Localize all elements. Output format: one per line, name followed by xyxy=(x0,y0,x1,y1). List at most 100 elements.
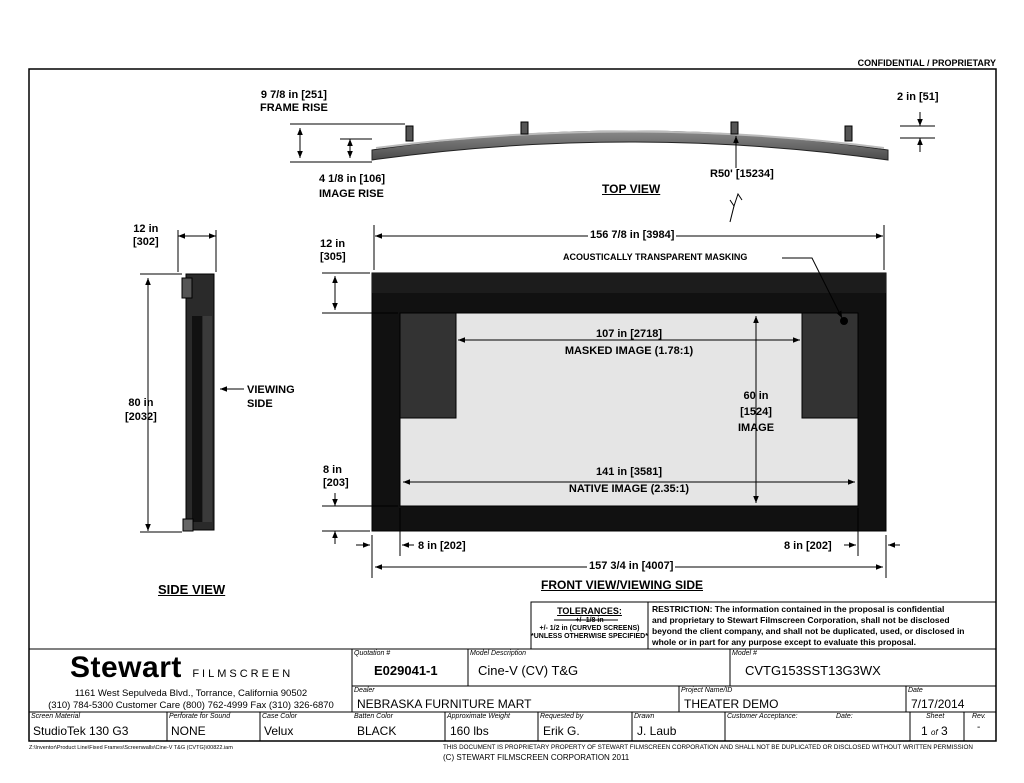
tolerance-line-2: +/- 1/2 in (CURVED SCREENS) xyxy=(539,625,640,632)
restriction-line-1: RESTRICTION: The information contained i… xyxy=(652,604,945,614)
left-border-dimension: 8 in [202] xyxy=(418,540,466,552)
sheet-total: 3 xyxy=(941,724,948,738)
proprietary-notice: THIS DOCUMENT IS PROPRIETARY PROPERTY OF… xyxy=(443,744,973,751)
front-view-title: FRONT VIEW/VIEWING SIDE xyxy=(541,578,704,592)
company-phone: (310) 784-5300 Customer Care (800) 762-4… xyxy=(48,700,334,711)
side-depth-value: 12 in xyxy=(133,223,159,235)
screen-material-value: StudioTek 130 G3 xyxy=(33,724,129,738)
confidential-label: CONFIDENTIAL / PROPRIETARY xyxy=(857,58,996,68)
native-image-value: 141 in [3581] xyxy=(595,466,663,478)
frame-rise-value: 9 7/8 in [251] xyxy=(260,89,327,101)
customer-acceptance-label: Customer Acceptance: xyxy=(727,713,798,720)
sheet-label: Sheet xyxy=(926,713,945,720)
dealer-label: Dealer xyxy=(354,687,375,694)
batten-color-value: BLACK xyxy=(357,724,397,738)
top-border-dimension: 12 in [305] xyxy=(320,238,346,264)
requested-by-value: Erik G. xyxy=(543,724,580,738)
model-description-value: Cine-V (CV) T&G xyxy=(478,663,579,678)
batten-color-label: Batten Color xyxy=(354,713,393,720)
title-block-lines xyxy=(28,601,997,742)
image-height-value: 60 in xyxy=(743,390,769,402)
viewing-side-line1: VIEWING xyxy=(247,384,295,396)
restriction-notice: RESTRICTION: The information contained i… xyxy=(652,604,965,648)
top-view-title: TOP VIEW xyxy=(602,182,661,196)
frame-rise-label: FRAME RISE xyxy=(260,102,328,114)
weight-value: 160 lbs xyxy=(450,724,489,738)
right-border-dimension: 8 in [202] xyxy=(784,540,832,552)
tolerances-title: TOLERANCES: xyxy=(557,606,622,616)
file-path: Z:\Inventor\Product Line\Fixed Frames\Sc… xyxy=(29,745,233,751)
viewing-side-label: VIEWING SIDE xyxy=(247,383,295,411)
side-depth-dimension: 12 in [302] xyxy=(133,223,159,249)
side-view-dimensions xyxy=(140,230,244,533)
masked-image-value: 107 in [2718] xyxy=(595,328,663,340)
side-height-value: 80 in xyxy=(128,397,154,409)
side-view-title: SIDE VIEW xyxy=(158,582,226,597)
image-height-mm: [1524] xyxy=(740,406,772,418)
weight-label: Approximate Weight xyxy=(447,713,510,720)
frame-rise-dimension: 9 7/8 in [251] FRAME RISE xyxy=(260,89,328,115)
viewing-side-line2: SIDE xyxy=(247,398,273,410)
dealer-value: NEBRASKA FURNITURE MART xyxy=(357,697,532,711)
masked-image-dimension: 107 in [2718] MASKED IMAGE (1.78:1) xyxy=(529,326,729,360)
sheet-value: 1 of 3 xyxy=(921,724,948,738)
perforate-label: Perforate for Sound xyxy=(169,713,231,720)
company-address: 1161 West Sepulveda Blvd., Torrance, Cal… xyxy=(74,688,308,699)
top-border-mm: [305] xyxy=(320,251,346,263)
image-rise-label: IMAGE RISE xyxy=(319,188,384,200)
image-height-label: IMAGE xyxy=(737,422,775,434)
company-name: Stewart xyxy=(70,651,182,684)
case-color-label: Case Color xyxy=(262,713,298,720)
top-right-dimension: 2 in [51] xyxy=(897,91,939,103)
project-label: Project Name/ID xyxy=(681,687,733,694)
tolerance-line-3: *UNLESS OTHERWISE SPECIFIED* xyxy=(531,633,648,640)
drawn-label: Drawn xyxy=(634,713,655,720)
project-value: THEATER DEMO xyxy=(684,697,779,711)
date-label: Date xyxy=(908,687,923,694)
case-color-value: Velux xyxy=(264,724,294,738)
drawn-value: J. Laub xyxy=(637,724,677,738)
masking-note: ACOUSTICALLY TRANSPARENT MASKING xyxy=(563,252,748,262)
screen-material-label: Screen Material xyxy=(31,713,81,720)
company-contact: 1161 West Sepulveda Blvd., Torrance, Cal… xyxy=(31,688,351,712)
quotation-label: Quotation # xyxy=(354,650,391,657)
restriction-line-4: whole or in part for any purpose except … xyxy=(652,637,917,647)
tolerances-box: TOLERANCES: +/- 1/8 in +/- 1/2 in (CURVE… xyxy=(531,606,648,641)
sheet-number: 1 xyxy=(921,724,928,738)
date-value: 7/17/2014 xyxy=(911,697,965,711)
quotation-value: E029041-1 xyxy=(374,663,438,678)
top-view-dimensions xyxy=(290,112,935,223)
restriction-line-3: beyond the client company, and shall not… xyxy=(652,626,965,636)
bottom-border-dimension: 8 in [203] xyxy=(323,464,349,490)
sheet-of: of xyxy=(931,728,938,737)
image-rise-value: 4 1/8 in [106] xyxy=(319,173,386,185)
overall-width: 157 3/4 in [4007] xyxy=(587,560,676,572)
masked-image-label: MASKED IMAGE (1.78:1) xyxy=(564,345,694,357)
revision-value: - xyxy=(977,722,981,733)
side-view-screen xyxy=(181,273,215,532)
side-depth-mm: [302] xyxy=(133,236,159,248)
radius-dimension: R50' [15234] xyxy=(710,168,774,180)
revision-label: Rev. xyxy=(972,713,986,720)
image-rise-dimension: 4 1/8 in [106] IMAGE RISE xyxy=(319,172,385,202)
company-logo: Stewart FILMSCREEN xyxy=(70,651,293,685)
native-image-label: NATIVE IMAGE (2.35:1) xyxy=(568,483,690,495)
acceptance-date-label: Date: xyxy=(836,713,853,720)
tolerance-line-1: +/- 1/8 in xyxy=(575,617,604,624)
top-view-frame xyxy=(371,121,889,161)
restriction-line-2: and proprietary to Stewart Filmscreen Co… xyxy=(652,615,950,625)
model-number-label: Model # xyxy=(732,650,757,657)
model-description-label: Model Description xyxy=(470,650,527,657)
top-border-value: 12 in xyxy=(320,238,346,250)
company-sub: FILMSCREEN xyxy=(192,668,294,680)
copyright: (C) STEWART FILMSCREEN CORPORATION 2011 xyxy=(443,753,630,762)
side-height-dimension: 80 in [2032] xyxy=(125,396,157,424)
model-number-value: CVTG153SST13G3WX xyxy=(745,663,881,678)
bottom-border-value: 8 in xyxy=(323,464,342,476)
image-height-dimension: 60 in [1524] IMAGE xyxy=(730,388,782,436)
requested-by-label: Requested by xyxy=(540,713,584,720)
perforate-value: NONE xyxy=(171,724,206,738)
bottom-border-mm: [203] xyxy=(323,477,349,489)
front-view-screen xyxy=(371,272,887,532)
